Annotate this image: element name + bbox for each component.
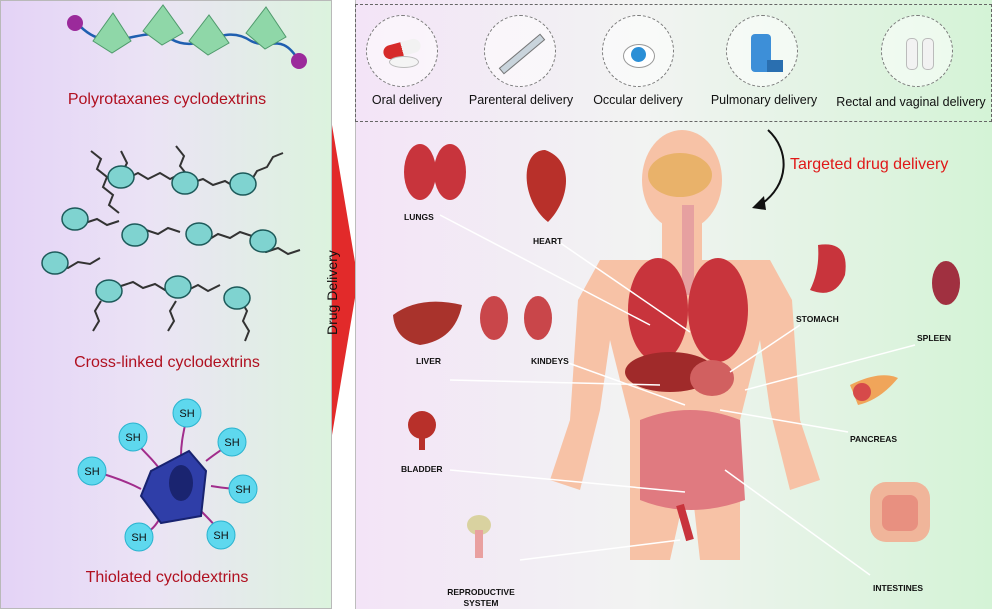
organ-lungs-label: LUNGS <box>404 212 434 222</box>
crosslinked-label: Cross-linked cyclodextrins <box>74 354 260 371</box>
thiol-label: SH <box>84 466 99 478</box>
route-pulmonary-label: Pulmonary delivery <box>710 93 818 107</box>
route-parenteral-label: Parenteral delivery <box>468 93 574 107</box>
thiol-group-circles <box>77 398 258 552</box>
cyclodextrin-illustrations: SH SH SH SH SH SH SH <box>41 4 307 552</box>
eye-icon <box>602 15 674 87</box>
delivery-arrow <box>332 125 358 435</box>
thiol-label: SH <box>213 530 228 542</box>
route-rectal-vaginal-label: Rectal and vaginal delivery <box>836 95 986 109</box>
inhaler-icon <box>726 15 798 87</box>
organ-kidneys-label: KINDEYS <box>531 356 569 366</box>
thiol-label: SH <box>235 484 250 496</box>
organ-heart-label: HEART <box>533 236 563 246</box>
organ-reproductive-label: REPRODUCTIVE SYSTEM <box>443 587 519 609</box>
thiol-group-labels: SH SH SH SH SH SH SH <box>84 408 250 544</box>
organ-bladder-label: BLADDER <box>401 464 443 474</box>
targeted-delivery-label: Targeted drug delivery <box>790 156 949 173</box>
thiol-label: SH <box>224 437 239 449</box>
crosslinked-cavities <box>41 165 277 310</box>
organ-intestines-label: INTESTINES <box>873 583 924 593</box>
cyclodextrin-panel: SH SH SH SH SH SH SH Polyrotaxanes cyclo… <box>0 0 332 609</box>
drug-delivery-label: Drug Delivery <box>324 250 340 335</box>
reproductive-line-2: SYSTEM <box>463 598 499 608</box>
thiol-label: SH <box>179 408 194 420</box>
reproductive-line-1: REPRODUCTIVE <box>447 587 515 597</box>
pill-icon <box>366 15 438 87</box>
route-oral-label: Oral delivery <box>371 93 443 107</box>
thiolated-label: Thiolated cyclodextrins <box>85 569 249 586</box>
polyrotaxane-illustration <box>67 4 307 69</box>
syringe-icon <box>484 15 556 87</box>
organ-spleen-label: SPLEEN <box>917 333 952 343</box>
thiolated-illustration <box>92 414 243 537</box>
organ-stomach-label: STOMACH <box>796 314 839 324</box>
thiol-label: SH <box>125 432 140 444</box>
route-occular-label: Occular delivery <box>593 93 683 107</box>
organ-liver-label: LIVER <box>416 356 442 366</box>
organ-pancreas-label: PANCREAS <box>850 434 898 444</box>
polyrotaxane-label: Polyrotaxanes cyclodextrins <box>67 91 267 108</box>
suppository-icon <box>881 15 953 87</box>
thiol-label: SH <box>131 532 146 544</box>
